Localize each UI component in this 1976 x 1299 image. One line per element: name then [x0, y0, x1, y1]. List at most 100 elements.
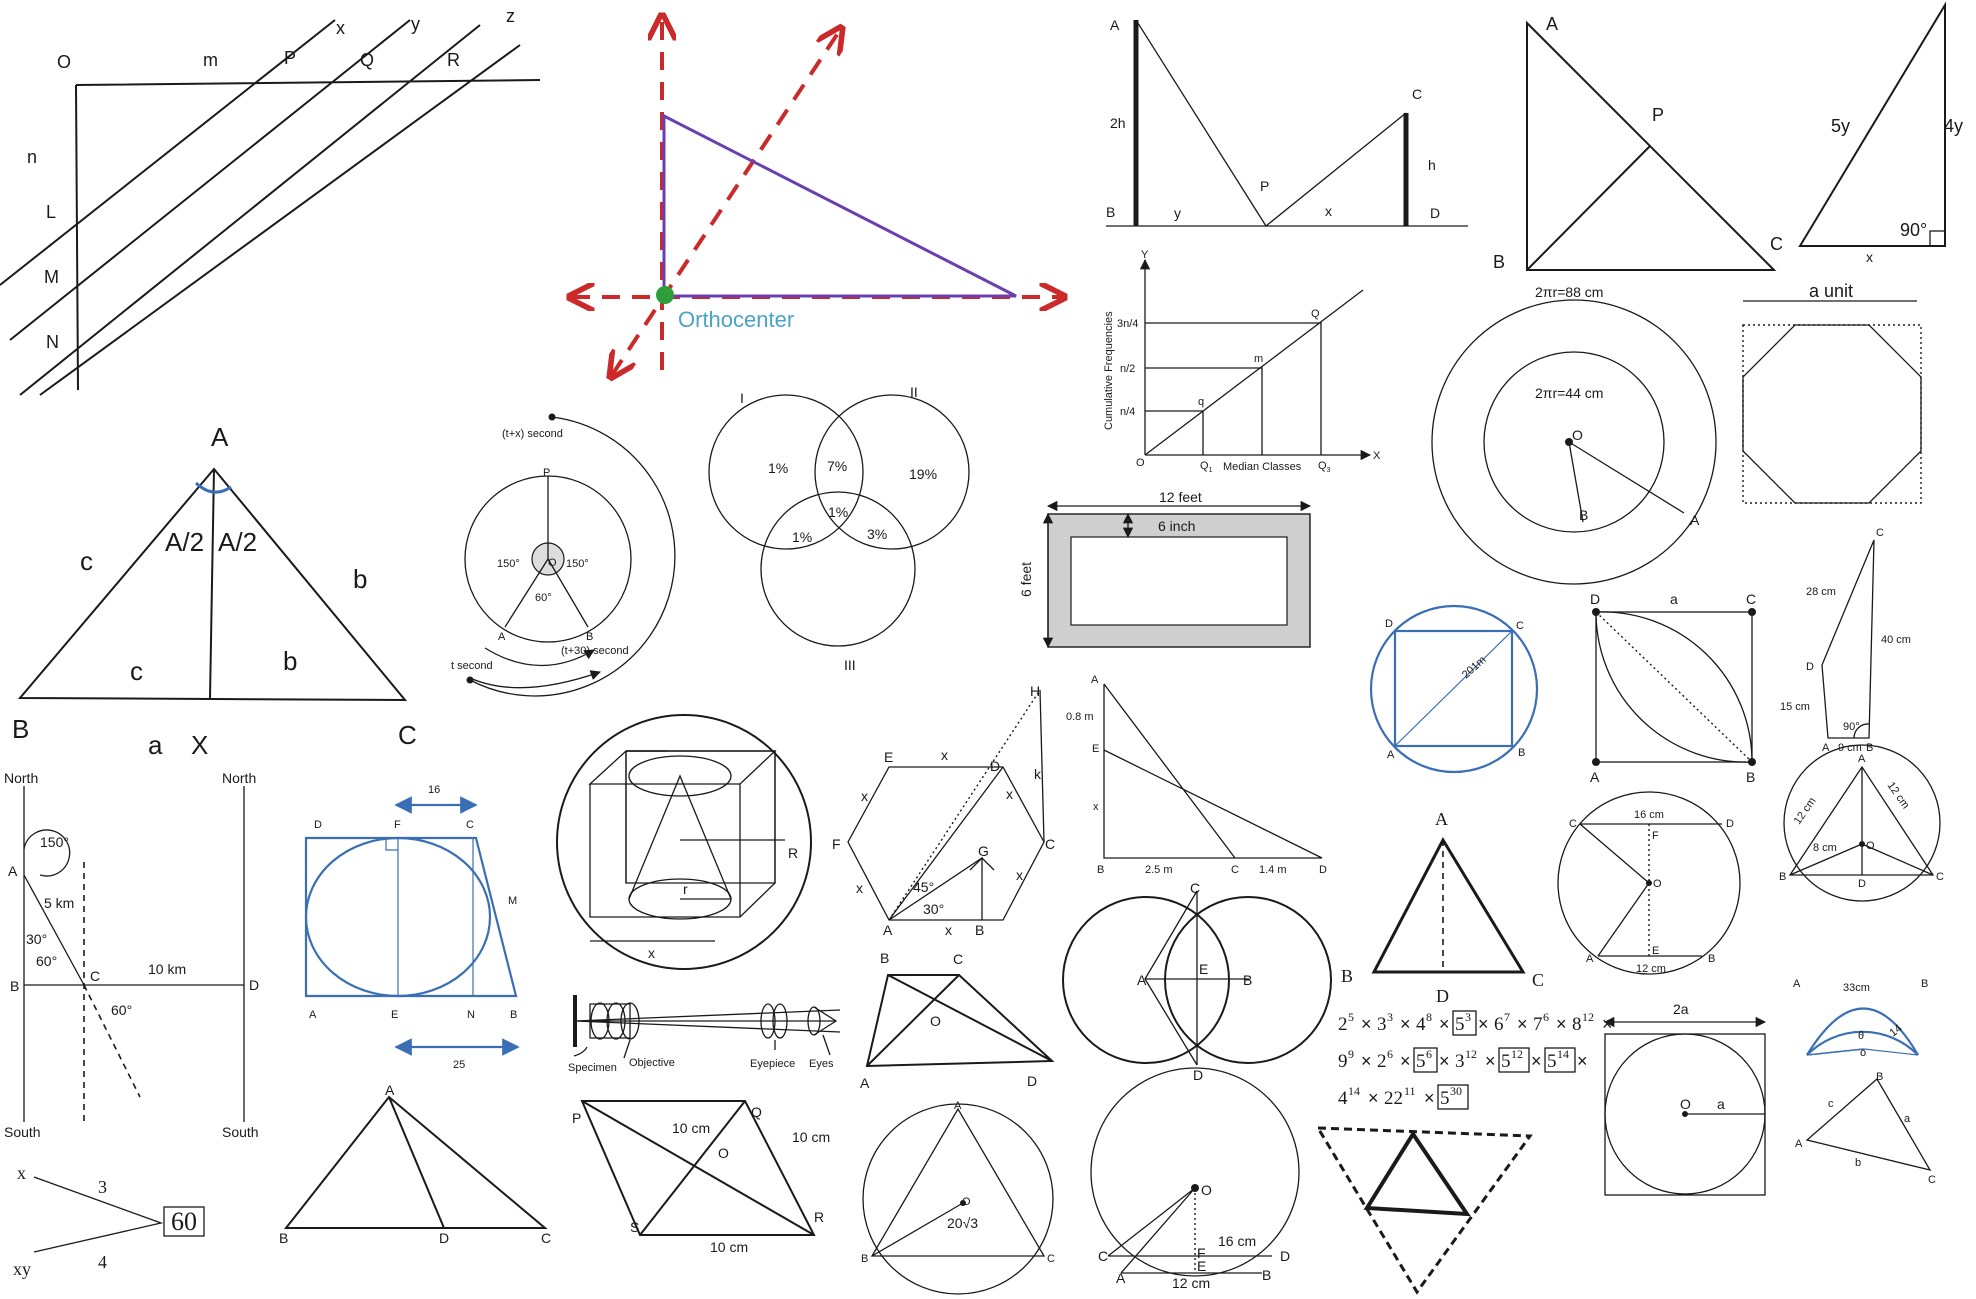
triangle-incircle-8cm-figure: A 12 cm 12 cm 8 cm O B D C: [1779, 744, 1944, 902]
label-d21-E: E: [1199, 961, 1208, 977]
label-d11-inner: 2πr=44 cm: [1535, 385, 1603, 401]
power-base: 22: [1384, 1088, 1403, 1109]
label-d13-C: C: [1516, 620, 1524, 632]
label-d9-Q: Q: [1311, 308, 1320, 320]
label-y: y: [411, 14, 420, 34]
label-d17-N: N: [467, 1009, 475, 1021]
nested-triangles-figure: [1315, 1126, 1533, 1295]
two-poles-figure: A 2h B y P x C h D: [1106, 17, 1468, 227]
label-N: N: [46, 332, 59, 352]
label-d17-C: C: [466, 819, 474, 831]
label-d7-a3: 60°: [535, 592, 552, 604]
label-d29-th: θ: [1858, 1030, 1864, 1042]
triangle-median-figure: A B D C: [279, 1082, 551, 1246]
boxed-term: [1544, 1047, 1576, 1073]
label-d19-x5: x: [1016, 867, 1023, 883]
label-d17-F: F: [394, 819, 401, 831]
microscope-figure: Specimen Objective Eyepiece Eyes: [568, 995, 841, 1074]
label-d36-a: a: [1904, 1113, 1911, 1125]
label-d20-B: B: [1097, 864, 1104, 876]
label-d23-c12: 12 cm: [1636, 963, 1666, 975]
triangle-circumcircle-figure: A O 20√3 B C: [861, 1100, 1055, 1295]
label-d23-F: F: [1652, 830, 1659, 842]
picture-frame-figure: 12 feet 6 feet 6 inch: [1018, 489, 1312, 649]
label-d15-c28: 28 cm: [1806, 586, 1836, 598]
label-d4-A: A: [1546, 14, 1558, 34]
power-exponent: 12: [1582, 1010, 1594, 1024]
label-d9-t2: n/2: [1120, 363, 1135, 375]
power-exponent: 14: [1348, 1084, 1360, 1098]
octagon-figure: a unit: [1742, 281, 1922, 504]
label-d24-c12a: 12 cm: [1792, 795, 1819, 826]
label-d14-a: a: [1670, 591, 1678, 607]
label-d9-xl: Median Classes: [1223, 461, 1302, 473]
power-base: 5: [1501, 1051, 1511, 1072]
power-base: 2: [1377, 1051, 1387, 1072]
label-d9-q3: Q: [1318, 460, 1327, 472]
label-d26-A: A: [860, 1075, 870, 1091]
label-d23-C: C: [1569, 818, 1577, 830]
label-d34-c12: 12 cm: [1172, 1275, 1210, 1291]
power-base: 5: [1416, 1051, 1426, 1072]
label-d28-a2: 2a: [1673, 1001, 1689, 1017]
label-d5-x: x: [1866, 249, 1873, 265]
label-d7-t: t second: [451, 660, 493, 672]
label-d6-c: c: [80, 546, 93, 576]
svg-text:Q3: Q3: [1318, 460, 1331, 474]
label-d19-E: E: [884, 749, 893, 765]
label-x: x: [336, 18, 345, 38]
orthocenter-point: [656, 286, 674, 304]
rotation-circles-figure: (t+x) second P O 150° 150° 60° A B t sec…: [451, 413, 676, 697]
factor-tree-figure: x xy 3 4 60: [13, 1163, 205, 1279]
label-d22-B: B: [1341, 966, 1353, 986]
label-d9-O: O: [1136, 457, 1145, 469]
label-d23-c16: 16 cm: [1634, 809, 1664, 821]
label-d21-C: C: [1190, 880, 1200, 896]
label-d9-q1s: 1: [1209, 467, 1213, 474]
label-d6-b: b: [353, 564, 367, 594]
label-d19-D: D: [990, 758, 1000, 774]
label-d31-A: A: [385, 1082, 395, 1098]
label-d9-q: q: [1198, 396, 1204, 408]
label-d29-c33: 33cm: [1843, 982, 1870, 994]
label-d18-R: R: [788, 845, 798, 861]
power-base: 9: [1338, 1051, 1348, 1072]
quadrilateral-diagonals-figure: B C O A D: [860, 950, 1055, 1091]
label-d33-A: A: [954, 1100, 962, 1112]
label-d6-c2: c: [130, 656, 143, 686]
label-d18-r: r: [683, 881, 688, 897]
label-d24-c8: 8 cm: [1813, 842, 1837, 854]
label-d26-B: B: [880, 950, 889, 966]
label-d8-p1: 1%: [768, 460, 788, 476]
label-R: R: [447, 50, 460, 70]
label-d17-E: E: [391, 1009, 398, 1021]
label-d19-G: G: [978, 843, 989, 859]
label-d23-B: B: [1708, 953, 1715, 965]
label-d6-X: X: [191, 730, 208, 760]
label-d24-A: A: [1858, 753, 1866, 765]
label-d18-x: x: [648, 945, 655, 961]
power-base: 4: [1416, 1014, 1426, 1035]
label-d7-tx: (t+x) second: [502, 428, 563, 440]
label-d36-C: C: [1928, 1174, 1936, 1186]
label-d23-E: E: [1652, 945, 1659, 957]
times-sign: ×: [1424, 1088, 1435, 1108]
label-d32-S: S: [630, 1219, 639, 1235]
label-d3-y: y: [1174, 205, 1181, 221]
label-d34-D: D: [1280, 1248, 1290, 1264]
power-base: 8: [1572, 1014, 1582, 1035]
label-d30-v60: 60: [171, 1207, 197, 1236]
label-d16-k5: 5 km: [44, 895, 74, 911]
power-exponent: 5: [1348, 1010, 1354, 1024]
label-d29-n14: 14: [1887, 1022, 1904, 1039]
label-d20-x: x: [1093, 801, 1099, 813]
boxed-term: [1413, 1047, 1438, 1073]
boxed-term: [1437, 1084, 1469, 1110]
label-d32-Q: Q: [751, 1104, 762, 1120]
label-d20-m08: 0.8 m: [1066, 711, 1094, 723]
power-base: 5: [1547, 1051, 1557, 1072]
label-d25-eyes: Eyes: [809, 1058, 834, 1070]
times-sign: ×: [1556, 1014, 1567, 1034]
power-exponent: 3: [1387, 1010, 1393, 1024]
